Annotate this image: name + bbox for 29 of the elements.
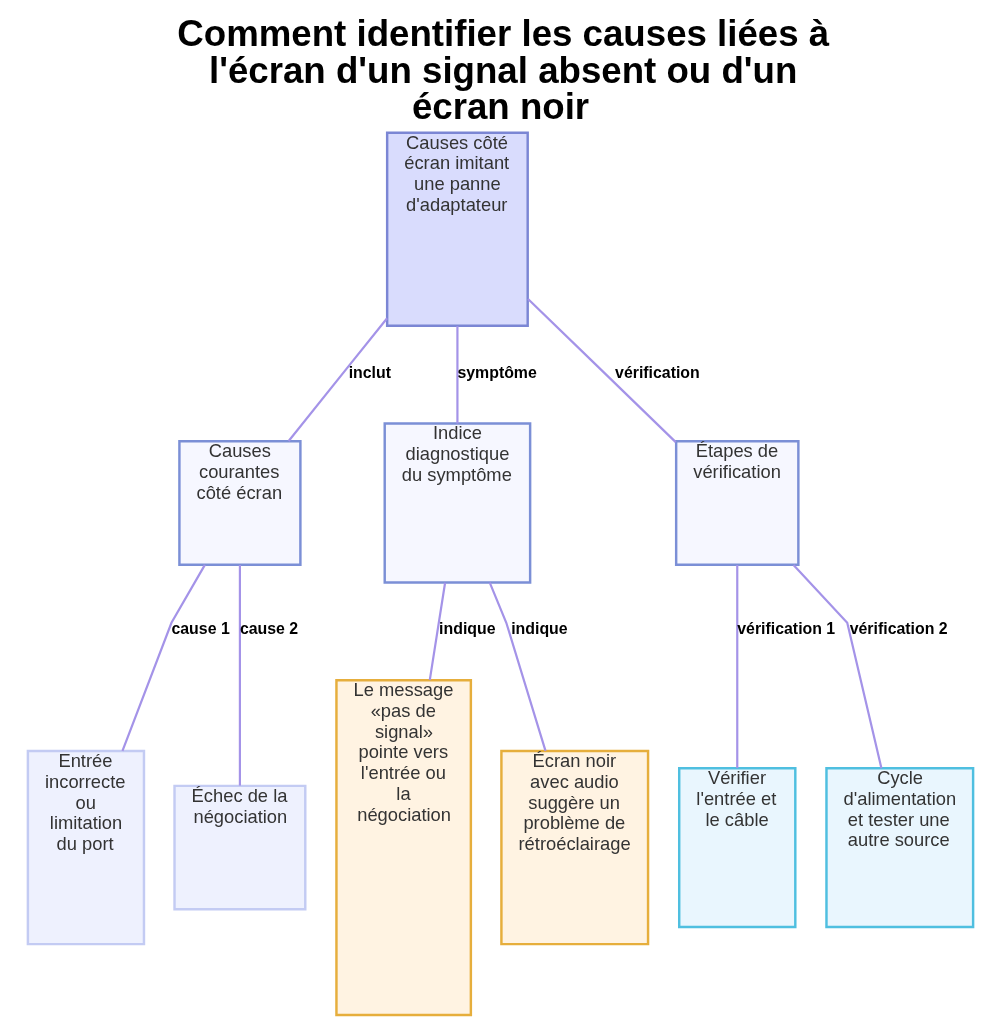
node-box: Causes côté écran imitant une panne d'adaptateur — [385, 131, 529, 328]
connector — [455, 326, 459, 424]
connector — [287, 317, 388, 442]
node-box: Indice diagnostique du symptôme — [383, 422, 531, 584]
node-box: Étapes de vérification — [674, 440, 800, 566]
edge-label: cause 2 — [239, 620, 298, 638]
edge-label: cause 1 — [170, 620, 230, 638]
node-box: Écran noir avec audio suggère un problème de rétroéclairage — [499, 749, 649, 946]
node-box: Causes courantes côté écran — [177, 440, 302, 566]
connector — [428, 582, 446, 681]
connector — [792, 564, 882, 769]
edge-label: vérification — [614, 363, 700, 381]
connector — [120, 564, 206, 752]
node-box: Entrée incorrecte ou limitation du port — [26, 749, 145, 946]
node-box: Cycle d'alimentation et tester une autre source — [824, 766, 974, 929]
connector — [526, 298, 676, 443]
diagram-title: Comment identifier les causes liées à l'écran d'un signal absent ou d'un écran noir — [176, 12, 829, 128]
edge-label: vérification 2 — [849, 620, 948, 638]
node-box: Échec de la négociation — [172, 784, 306, 911]
connector — [488, 582, 547, 752]
node-box: Vérifier l'entrée et le câble — [677, 766, 797, 929]
edge-label: symptôme — [456, 363, 537, 381]
edge-label: inclut — [348, 363, 391, 381]
edge-label: indique — [438, 620, 496, 638]
edge-label: vérification 1 — [736, 620, 835, 638]
connector — [735, 565, 738, 769]
connector — [238, 565, 241, 786]
node-box: Le message «pas de signal» pointe vers l'entrée ou la négociation — [334, 678, 472, 1017]
edge-label: indique — [510, 620, 568, 638]
